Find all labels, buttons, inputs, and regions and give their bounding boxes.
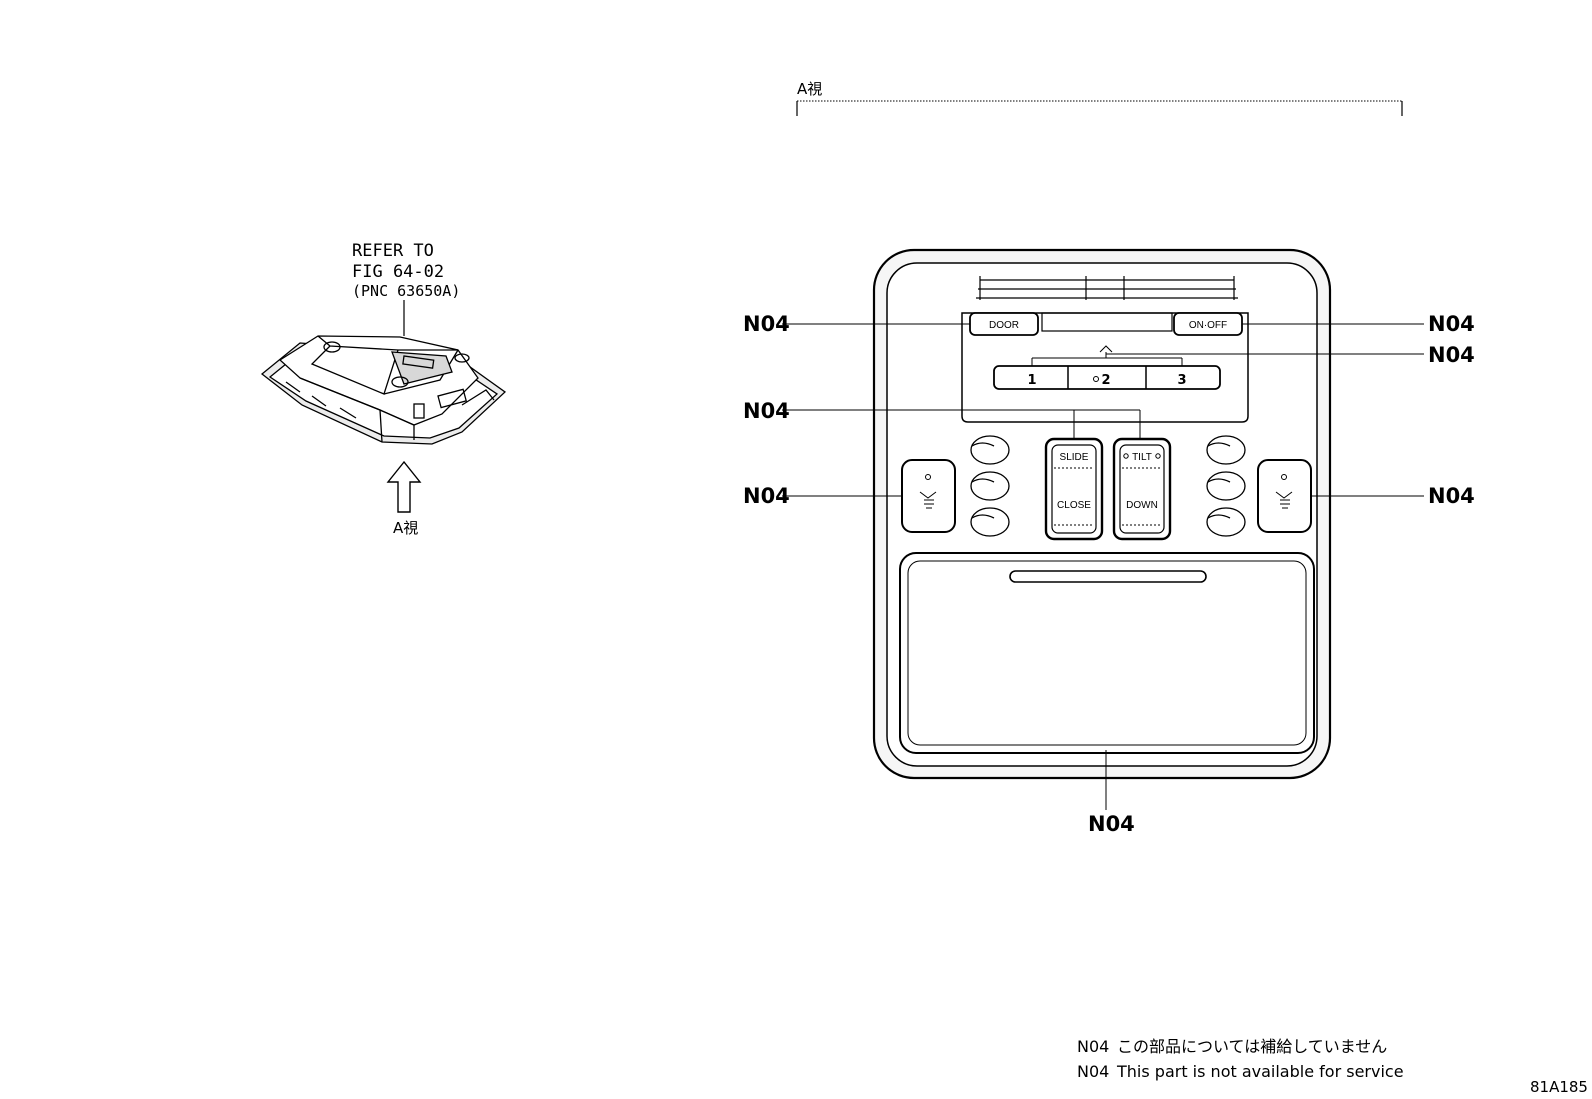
door-label: DOOR [989, 320, 1019, 331]
slide-label: SLIDE [1060, 452, 1089, 463]
on-off-button[interactable]: ON·OFF [1173, 312, 1243, 336]
memory-button-3[interactable]: 3 [1147, 367, 1219, 388]
refer-note: REFER TO FIG 64-02 (PNC 63650A) [352, 241, 460, 336]
right-grille [1206, 435, 1246, 537]
right-map-light-button[interactable] [1257, 459, 1312, 533]
door-button[interactable]: DOOR [969, 312, 1039, 336]
left-map-light-button[interactable] [901, 459, 956, 533]
callout-left-map-light: N04 [743, 484, 790, 508]
view-a-header: A視 [796, 80, 1403, 116]
refer-line-2: FIG 64-02 [352, 262, 444, 282]
view-label-top: A視 [797, 80, 822, 98]
overhead-console: DOOR ON·OFF 1 2 [872, 248, 1332, 780]
slide-close-switch[interactable]: SLIDE CLOSE [1044, 437, 1104, 541]
tilt-label: TILT [1132, 452, 1152, 463]
memory-2-label: 2 [1101, 373, 1110, 388]
legend-code-2: N04 [1077, 1062, 1109, 1081]
memory-bracket [1031, 345, 1183, 366]
map-light-icon [919, 491, 937, 509]
refer-line-3: (PNC 63650A) [352, 282, 460, 300]
legend: N04 この部品については補給していません N04 This part is n… [1077, 1037, 1404, 1081]
down-label: DOWN [1126, 500, 1158, 511]
refer-line-1: REFER TO [352, 241, 434, 261]
memory-button-group: 1 2 3 [993, 365, 1221, 390]
callout-lid: N04 [1088, 812, 1135, 836]
console-isometric-drawing [260, 335, 507, 445]
memory-button-2[interactable]: 2 [1069, 367, 1145, 388]
legend-text-en: This part is not available for service [1116, 1062, 1404, 1081]
memory-3-label: 3 [1177, 373, 1186, 388]
left-grille [970, 435, 1010, 537]
legend-text-ja: この部品については補給していません [1117, 1037, 1387, 1056]
view-label-small: A視 [393, 519, 418, 537]
memory-button-1[interactable]: 1 [995, 367, 1067, 388]
close-label: CLOSE [1057, 500, 1091, 511]
map-light-icon [1275, 491, 1293, 509]
legend-code-1: N04 [1077, 1037, 1109, 1056]
callout-right-map-light: N04 [1428, 484, 1475, 508]
figure-id: 81A185 [1530, 1078, 1588, 1096]
callouts [782, 323, 1424, 810]
top-vent [976, 276, 1238, 300]
callout-on-off: N04 [1428, 312, 1475, 336]
view-arrow-icon: A視 [386, 460, 422, 537]
lid-handle [1009, 570, 1207, 583]
memory-1-label: 1 [1027, 373, 1036, 388]
callout-sunroof-switch: N04 [743, 399, 790, 423]
upper-switch-panel [961, 312, 1249, 423]
sunglass-holder-lid[interactable] [899, 552, 1315, 754]
tilt-down-switch[interactable]: TILT DOWN [1112, 437, 1172, 541]
callout-door: N04 [743, 312, 790, 336]
callout-memory: N04 [1428, 343, 1475, 367]
on-off-label: ON·OFF [1189, 320, 1227, 331]
callout-labels: N04 N04 N04 N04 N04 N04 N04 [743, 312, 1475, 836]
